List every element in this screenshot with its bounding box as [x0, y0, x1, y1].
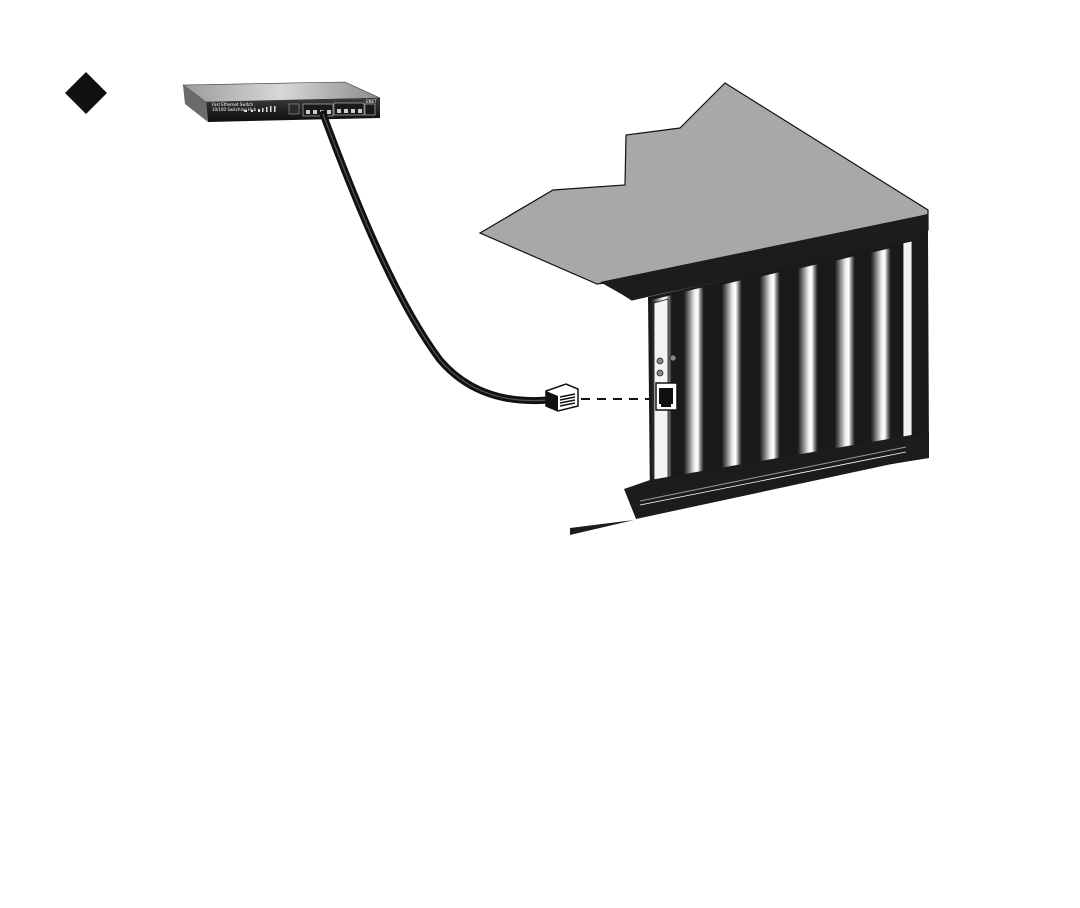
card-led-icon: [657, 370, 663, 376]
switch-uplink-port: [365, 104, 375, 115]
switch-sub-label: 10/100 Switching Hub: [212, 107, 257, 112]
case-foot-shadow: [570, 520, 634, 535]
switch-brand-label: ENET: [366, 99, 377, 104]
computer-case: [480, 83, 929, 535]
expansion-slot: [797, 264, 818, 467]
expansion-slot: [683, 287, 704, 488]
step-bullet-diamond-icon: [65, 72, 107, 114]
card-led-icon: [670, 355, 676, 361]
switch-port-block-2: [334, 103, 364, 115]
switch-reset-button: [289, 104, 299, 114]
expansion-slot: [834, 256, 855, 460]
expansion-slot: [870, 248, 891, 453]
rj45-plug-icon: [546, 384, 578, 411]
card-led-icon: [657, 358, 663, 364]
network-switch: Fast Ethernet Switch 10/100 Switching Hu…: [183, 82, 380, 122]
expansion-slot: [759, 272, 780, 474]
case-right-edge: [903, 241, 912, 449]
network-cable: [323, 114, 548, 401]
expansion-slot: [721, 280, 742, 481]
switch-port-block-1: [303, 104, 333, 116]
